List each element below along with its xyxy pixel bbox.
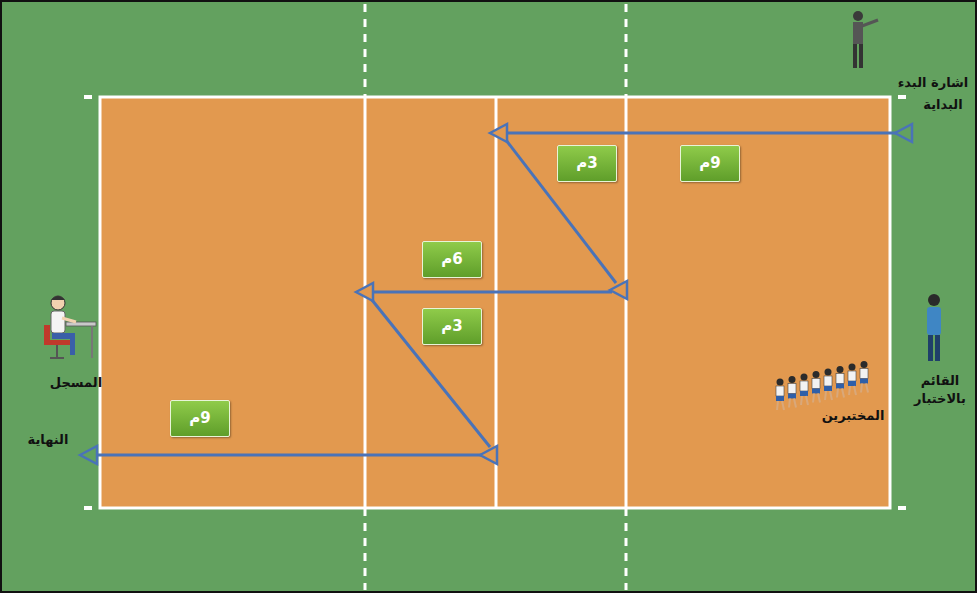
court-lines <box>365 97 626 508</box>
runner <box>836 366 844 398</box>
caption-label: القائم بالاختبار <box>907 372 973 407</box>
distance-text: 3م <box>576 154 597 172</box>
distance-text: 3م <box>441 317 462 335</box>
distance-box: 3م <box>422 308 482 345</box>
tester-figure <box>927 294 941 361</box>
runner <box>800 374 808 406</box>
distance-text: 6م <box>441 250 462 268</box>
starter-figure <box>853 11 878 68</box>
caption-label: النهاية <box>13 431 83 449</box>
recorder-figure <box>44 296 96 358</box>
runner <box>812 371 820 403</box>
runner <box>788 376 796 408</box>
caption-label: المختبرين <box>813 407 893 425</box>
distance-box: 3م <box>557 145 617 182</box>
runner <box>824 369 832 401</box>
distance-box: 9م <box>170 400 230 437</box>
path-markers <box>80 124 912 464</box>
runners-group <box>776 361 868 410</box>
distance-text: 9م <box>189 409 210 427</box>
run-path <box>96 133 905 455</box>
caption-label: اشارة البدء <box>893 74 973 92</box>
runner <box>860 361 868 393</box>
distance-box: 9م <box>680 145 740 182</box>
corner-ticks <box>84 95 906 510</box>
distance-text: 9م <box>699 154 720 172</box>
runner <box>776 379 784 411</box>
court <box>100 97 890 508</box>
caption-label: البداية <box>913 96 973 114</box>
caption-label: المسجل <box>41 374 111 392</box>
runner <box>848 364 856 396</box>
distance-box: 6م <box>422 241 482 278</box>
